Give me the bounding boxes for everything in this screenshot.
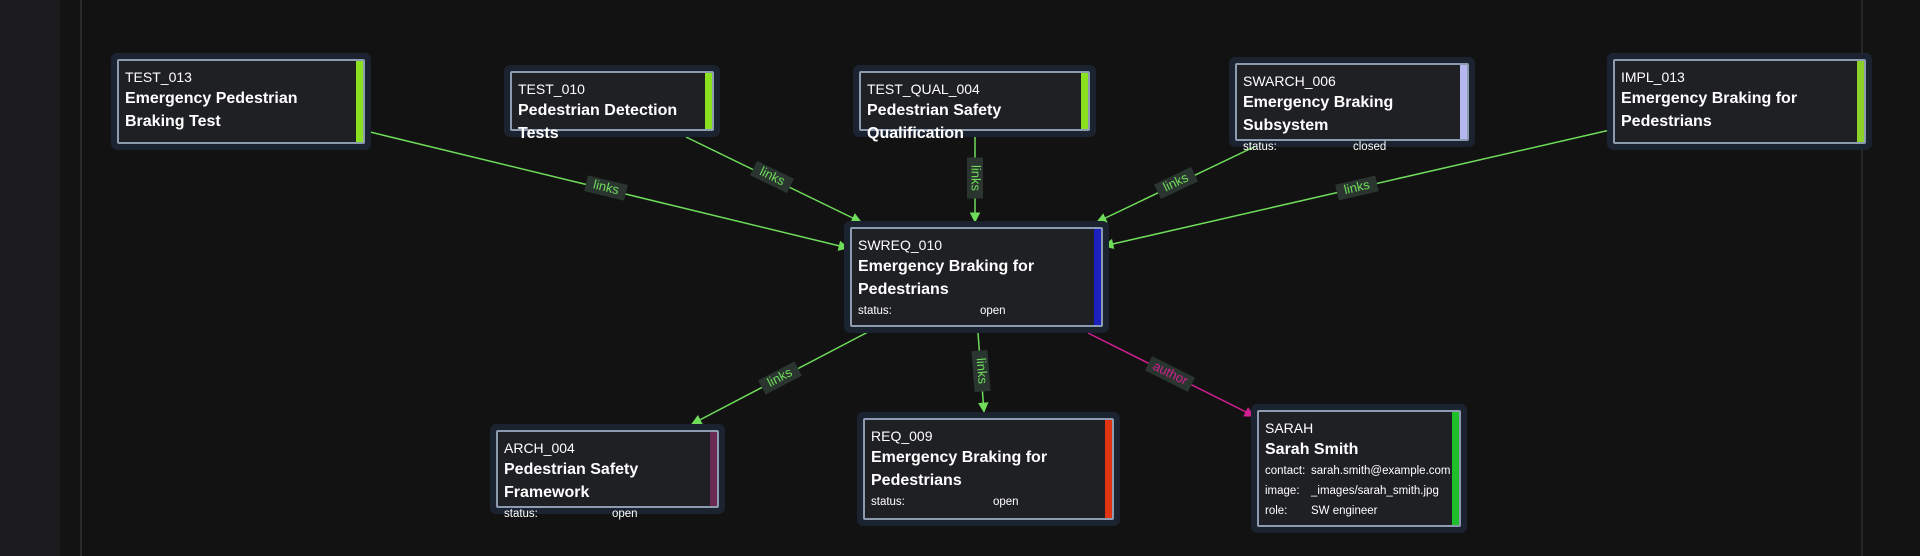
edge-label-text: author xyxy=(1151,358,1191,388)
edge-label-background xyxy=(1144,356,1196,392)
edge-label-author: author xyxy=(1144,356,1196,392)
field-value: open xyxy=(612,508,638,520)
node-id: TEST_010 xyxy=(518,81,585,97)
field-key: role: xyxy=(1265,505,1288,517)
node-color-bar xyxy=(1857,61,1864,142)
field-value: open xyxy=(980,305,1006,317)
node-title: Pedestrian Safety Qualification xyxy=(867,102,1002,142)
node-id: SARAH xyxy=(1265,420,1314,436)
node-title: Pedestrian Safety Framework xyxy=(504,461,639,501)
edge-label-background xyxy=(584,175,628,201)
node-id: TEST_013 xyxy=(125,69,192,85)
right-divider xyxy=(1861,0,1863,556)
node-color-bar xyxy=(1081,73,1088,129)
field-key: status: xyxy=(858,305,892,317)
edge-label-links: links xyxy=(971,349,991,393)
node-id: IMPL_013 xyxy=(1621,69,1685,85)
node-color-bar xyxy=(705,73,712,129)
field-key: contact: xyxy=(1265,465,1306,477)
edge-label-background xyxy=(967,157,983,199)
node-title: Emergency Braking for Pedestrians xyxy=(858,258,1035,298)
edge-label-links: links xyxy=(758,361,802,395)
node-id: REQ_009 xyxy=(871,428,933,444)
node-field-contact: contact: sarah.smith@example.com xyxy=(1265,461,1451,481)
node-field-status: status: open xyxy=(871,492,1104,512)
node-color-bar xyxy=(1460,65,1467,139)
node-id: SWARCH_006 xyxy=(1243,73,1336,89)
node-field-role: role: SW engineer xyxy=(1265,501,1451,521)
field-key: status: xyxy=(504,508,538,520)
node-title: Sarah Smith xyxy=(1265,441,1359,458)
left-sidebar xyxy=(0,0,60,556)
node-id: TEST_QUAL_004 xyxy=(867,81,980,97)
edge-label-background xyxy=(971,349,991,393)
node-title: Emergency Braking for Pedestrians xyxy=(871,449,1048,489)
edge-label-links: links xyxy=(967,157,984,199)
edge-label-text: links xyxy=(592,177,621,198)
node-req-009[interactable]: REQ_009 Emergency Braking for Pedestrian… xyxy=(863,418,1114,520)
field-value: _images/sarah_smith.jpg xyxy=(1311,485,1439,497)
node-title: Pedestrian Detection Tests xyxy=(518,102,678,142)
node-color-bar xyxy=(710,432,717,506)
node-color-bar xyxy=(356,61,363,142)
node-id: ARCH_004 xyxy=(504,440,575,456)
node-title: Emergency Pedestrian Braking Test xyxy=(125,90,298,130)
node-field-status: status: open xyxy=(504,504,709,524)
node-test-013[interactable]: TEST_013 Emergency Pedestrian Braking Te… xyxy=(117,59,365,144)
node-swreq-010[interactable]: SWREQ_010 Emergency Braking for Pedestri… xyxy=(850,227,1103,327)
edge-label-links: links xyxy=(1335,175,1379,201)
node-color-bar xyxy=(1452,412,1459,525)
node-color-bar xyxy=(1105,420,1112,518)
field-key: image: xyxy=(1265,485,1300,497)
node-test-010[interactable]: TEST_010 Pedestrian Detection Tests xyxy=(510,71,714,142)
field-value: SW engineer xyxy=(1311,505,1378,517)
field-value: open xyxy=(993,496,1019,508)
node-color-bar xyxy=(1094,229,1101,325)
node-id: SWREQ_010 xyxy=(858,237,943,253)
edge-label-text: links xyxy=(974,357,991,385)
node-arch-004[interactable]: ARCH_004 Pedestrian Safety Framework sta… xyxy=(496,430,719,520)
node-sarah[interactable]: SARAH Sarah Smith contact: sarah.smith@e… xyxy=(1257,410,1461,527)
edge-label-text: links xyxy=(969,165,984,192)
edge-label-text: links xyxy=(1342,177,1371,198)
node-test-qual-004[interactable]: TEST_QUAL_004 Pedestrian Safety Qualific… xyxy=(859,71,1090,142)
node-title: Emergency Braking Subsystem xyxy=(1243,94,1394,134)
node-field-image: image: _images/sarah_smith.jpg xyxy=(1265,481,1451,501)
edge-label-background xyxy=(1154,166,1198,200)
field-value: sarah.smith@example.com xyxy=(1311,465,1451,477)
edge-label-links: links xyxy=(1154,166,1198,200)
edge-label-background xyxy=(758,361,802,395)
edge-label-links: links xyxy=(584,175,628,201)
field-key: status: xyxy=(871,496,905,508)
node-title: Emergency Braking for Pedestrians xyxy=(1621,90,1798,130)
edge-label-background xyxy=(1335,175,1379,201)
node-field-status: status: open xyxy=(858,301,1093,321)
field-key: status: xyxy=(1243,141,1277,153)
sidebar-divider xyxy=(80,0,82,556)
node-impl-013[interactable]: IMPL_013 Emergency Braking for Pedestria… xyxy=(1613,59,1866,144)
node-field-status: status: closed xyxy=(1243,137,1459,157)
edge-label-links: links xyxy=(750,160,794,194)
node-swarch-006[interactable]: SWARCH_006 Emergency Braking Subsystem s… xyxy=(1235,63,1469,153)
field-value: closed xyxy=(1353,141,1387,153)
edge-label-background xyxy=(750,160,794,194)
